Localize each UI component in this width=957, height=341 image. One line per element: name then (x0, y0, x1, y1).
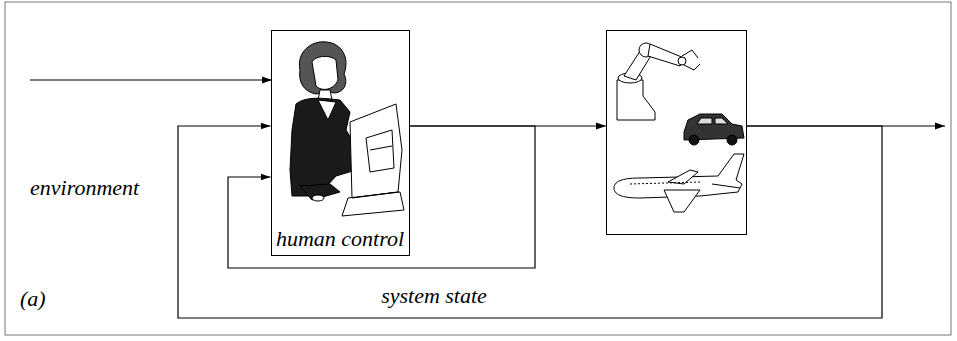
outer-frame (5, 2, 951, 335)
signal-line (178, 126, 882, 318)
line-label: system state (381, 284, 487, 308)
box-caption: human control (272, 226, 409, 252)
signal-line (228, 126, 535, 268)
operator-illustration (290, 42, 404, 216)
environment-input-arrow (30, 79, 272, 80)
operator-box: human control (271, 30, 410, 256)
input-label: environment (30, 176, 139, 200)
machines-illustration (614, 43, 744, 212)
machine-box (606, 30, 747, 235)
figure-tag: (a) (20, 287, 46, 311)
